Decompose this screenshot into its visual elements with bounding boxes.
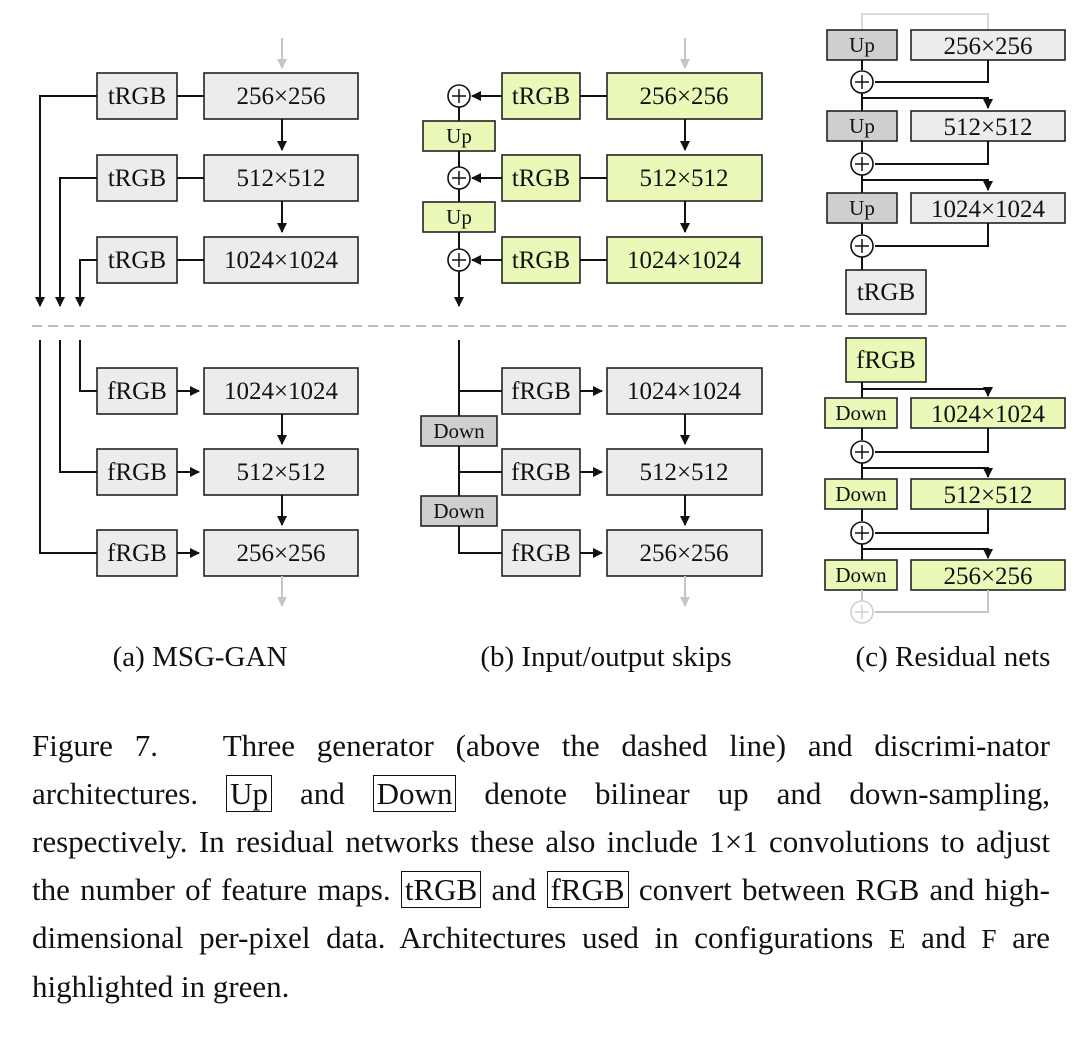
gen-block-256	[203, 72, 359, 120]
caption-text: and	[299, 776, 345, 811]
frgb-box	[501, 367, 581, 415]
disc-label: 512×512	[639, 459, 728, 486]
disc-block-512	[203, 448, 359, 496]
down-label: Down	[433, 499, 485, 523]
frgb-box	[96, 448, 178, 496]
trgb-label: tRGB	[512, 83, 570, 110]
disc-label: 256×256	[943, 563, 1032, 590]
frgb-label: fRGB	[511, 540, 571, 567]
gen-block-1024	[606, 236, 763, 284]
panel-b: 256×256 tRGB Up 512×512 tRGB Up 1024×102…	[420, 38, 763, 673]
figure-caption: Figure 7. Three generator (above the das…	[32, 722, 1050, 1011]
disc-label: 256×256	[236, 540, 325, 567]
disc-label: 1024×1024	[224, 378, 339, 405]
frgb-box	[845, 337, 927, 383]
panel-caption: (b) Input/output skips	[480, 641, 731, 673]
down-inline-box: Down	[372, 775, 457, 812]
frgb-inline-box: fRGB	[546, 871, 629, 908]
down-box	[824, 478, 898, 510]
gen-label: 1024×1024	[224, 247, 339, 274]
up-box	[422, 201, 496, 233]
disc-block-1024	[910, 397, 1066, 429]
disc-block-1024	[203, 367, 359, 415]
up-inline-box: Up	[226, 775, 272, 812]
disc-label: 512×512	[943, 482, 1032, 509]
gen-label: 512×512	[236, 165, 325, 192]
gen-label: 1024×1024	[627, 247, 742, 274]
down-label: Down	[835, 563, 887, 587]
frgb-label: fRGB	[511, 378, 571, 405]
caption-text: denote bilinear up and down-sampling, re…	[32, 776, 1050, 907]
disc-block-256	[606, 529, 763, 577]
trgb-box	[96, 72, 178, 120]
gen-label: 512×512	[943, 114, 1032, 141]
caption-text: convert between RGB and high-dimensional…	[32, 872, 1050, 955]
disc-block-512	[606, 448, 763, 496]
disc-block-1024	[606, 367, 763, 415]
frgb-box	[96, 529, 178, 577]
down-label: Down	[433, 419, 485, 443]
trgb-label: tRGB	[108, 83, 166, 110]
trgb-label: tRGB	[512, 165, 570, 192]
frgb-label: fRGB	[856, 347, 916, 374]
up-label: Up	[849, 33, 875, 57]
disc-label: 512×512	[236, 459, 325, 486]
gen-label: 256×256	[943, 33, 1032, 60]
caption-text: are highlighted in green.	[32, 920, 1050, 1004]
caption-text: and	[491, 872, 537, 907]
down-box	[824, 397, 898, 429]
up-box	[826, 110, 898, 142]
disc-block-256	[203, 529, 359, 577]
panel-caption: (a) MSG-GAN	[113, 641, 288, 673]
down-label: Down	[835, 482, 887, 506]
frgb-box	[501, 448, 581, 496]
down-box	[420, 495, 498, 527]
frgb-label: fRGB	[107, 540, 167, 567]
config-f: F	[981, 924, 997, 954]
panel-c: Up 256×256 Up 512×512 Up 1024×1024 tRGB …	[824, 13, 1066, 673]
down-label: Down	[835, 401, 887, 425]
caption-text: and	[921, 920, 966, 955]
figure-label: Figure 7.	[32, 728, 158, 763]
frgb-box	[501, 529, 581, 577]
disc-label: 256×256	[639, 540, 728, 567]
disc-label: 1024×1024	[627, 378, 742, 405]
up-label: Up	[849, 114, 875, 138]
gen-label: 1024×1024	[931, 196, 1046, 223]
trgb-box	[845, 269, 927, 315]
up-box	[826, 29, 898, 61]
trgb-label: tRGB	[108, 247, 166, 274]
frgb-box	[96, 367, 178, 415]
up-label: Up	[446, 124, 472, 148]
trgb-box	[501, 72, 581, 120]
caption-text: Three generator (above the dashed line) …	[32, 728, 1050, 811]
disc-label: 1024×1024	[931, 401, 1046, 428]
trgb-label: tRGB	[108, 165, 166, 192]
trgb-label: tRGB	[857, 279, 915, 306]
frgb-label: fRGB	[511, 459, 571, 486]
frgb-label: fRGB	[107, 459, 167, 486]
panel-caption: (c) Residual nets	[856, 641, 1051, 673]
panel-a: 256×256 tRGB 512×512 tRGB 1024×1024 tRGB…	[35, 38, 359, 673]
up-label: Up	[446, 205, 472, 229]
gen-label: 256×256	[639, 83, 728, 110]
gen-label: 512×512	[639, 165, 728, 192]
disc-block-256	[910, 559, 1066, 591]
config-e: E	[888, 924, 906, 954]
up-label: Up	[849, 196, 875, 220]
trgb-inline-box: tRGB	[400, 871, 482, 908]
trgb-label: tRGB	[512, 247, 570, 274]
gen-block-256	[910, 29, 1066, 61]
gen-block-1024	[910, 192, 1066, 224]
architecture-diagram: 256×256 tRGB 512×512 tRGB 1024×1024 tRGB…	[32, 13, 1072, 673]
up-box	[826, 192, 898, 224]
gen-label: 256×256	[236, 83, 325, 110]
frgb-label: fRGB	[107, 378, 167, 405]
